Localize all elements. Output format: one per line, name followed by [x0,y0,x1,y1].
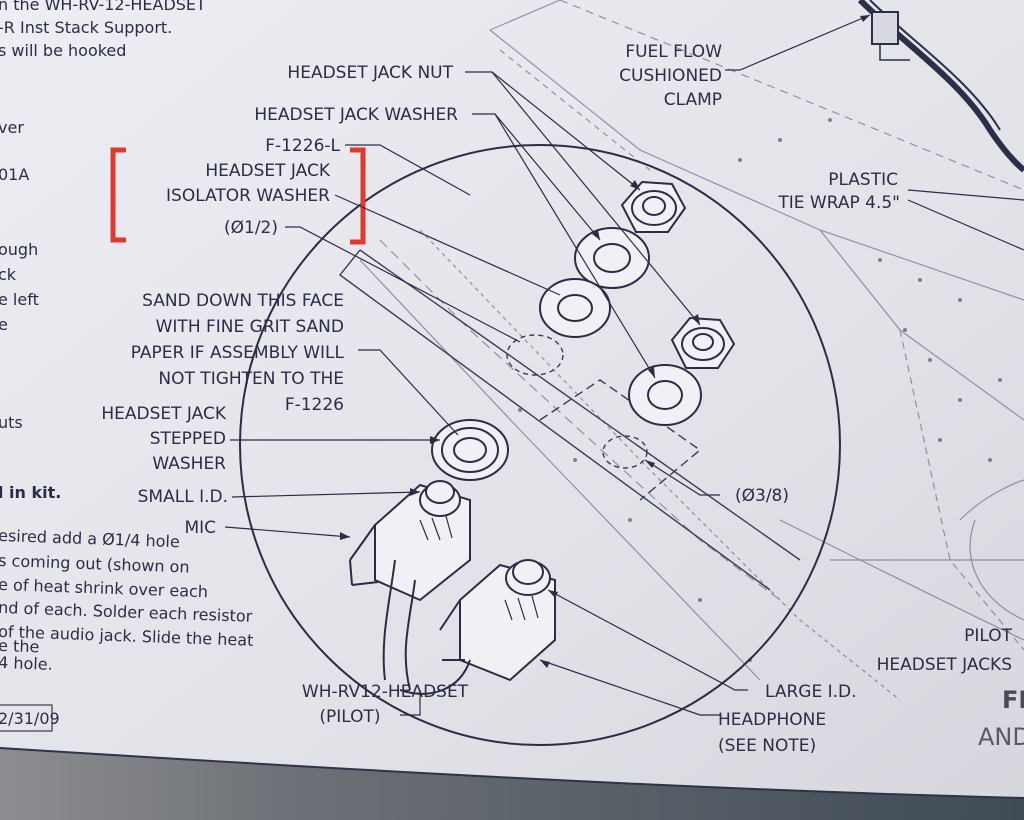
label-headset-jack-washer: HEADSET JACK WASHER [254,105,458,125]
detail-circle [239,144,841,746]
label-stepped-2: STEPPED [150,429,226,449]
red-bracket-annotation [110,147,366,245]
label-tie-2: TIE WRAP 4.5" [777,193,900,213]
note-line-6: 4 hole. [0,653,53,674]
label-sand-4: NOT TIGHTEN TO THE [158,369,344,389]
label-stepped-1: HEADSET JACK [101,404,226,424]
washer-upper [574,227,650,289]
date-text: 2/31/09 [0,709,60,728]
label-large-id: LARGE I.D. [765,682,857,702]
fuel-line-bundle [857,0,1024,173]
left-text-3: ver [0,118,24,137]
label-headphone-2: (SEE NOTE) [718,736,816,756]
label-part-number: F-1226-L [265,136,340,156]
left-text-6: ck [0,265,17,284]
label-fuel-3: CLAMP [664,90,722,110]
date-box [0,704,53,732]
label-sand-2: WITH FINE GRIT SAND [156,317,344,337]
left-text-9: uts [0,413,23,432]
headphone-jack [399,559,556,695]
label-sand-1: SAND DOWN THIS FACE [142,291,344,311]
label-harness-2: (PILOT) [319,707,380,727]
stepped-washer [431,419,509,481]
label-sand-3: PAPER IF ASSEMBLY WILL [131,343,345,363]
paper-sheet [0,0,1024,798]
label-mic: MIC [184,518,216,538]
label-isolator-2: ISOLATOR WASHER [166,186,330,206]
mic-jack [349,480,471,691]
paper-edge [0,747,1024,799]
label-headset-jack-nut: HEADSET JACK NUT [287,63,453,83]
label-dia-three-eighths: (Ø3/8) [735,486,789,506]
title-fragment-1: FI [1002,686,1024,714]
left-text-5: ough [0,240,38,259]
label-dia-half: (Ø1/2) [224,218,278,238]
left-text-7: e left [0,290,39,309]
label-stepped-3: WASHER [152,454,226,474]
left-text-8: e [0,315,8,334]
label-fuel-2: CUSHIONED [619,66,722,86]
note-line-5: e the [0,636,40,656]
label-sand-5: F-1226 [285,395,344,415]
label-small-id: SMALL I.D. [138,487,228,507]
leader-lines [224,14,1024,716]
nut-lower [670,316,736,369]
left-text-4: 01A [0,165,29,184]
left-text-0: n the WH-RV-12-HEADSET [0,0,206,14]
label-isolator-1: HEADSET JACK [205,161,330,181]
nut-upper [620,180,687,233]
label-pilot-2: HEADSET JACKS [877,655,1012,675]
label-harness-1: WH-RV12-HEADSET [302,682,469,702]
background-structure [359,0,1024,701]
label-tie-1: PLASTIC [828,170,898,190]
title-fragment-2: AND [978,723,1024,751]
label-pilot-1: PILOT [964,626,1013,646]
leader-arrowheads [340,15,870,668]
left-text-10: l in kit. [0,483,61,502]
label-fuel-1: FUEL FLOW [625,42,722,62]
left-text-2: s will be hooked [0,41,126,60]
left-text-1: -R Inst Stack Support. [0,18,172,37]
rivet-dots [518,118,1002,662]
label-headphone-1: HEADPHONE [718,710,826,730]
isolator-washer-upper [539,278,611,338]
washer-lower [628,364,702,426]
